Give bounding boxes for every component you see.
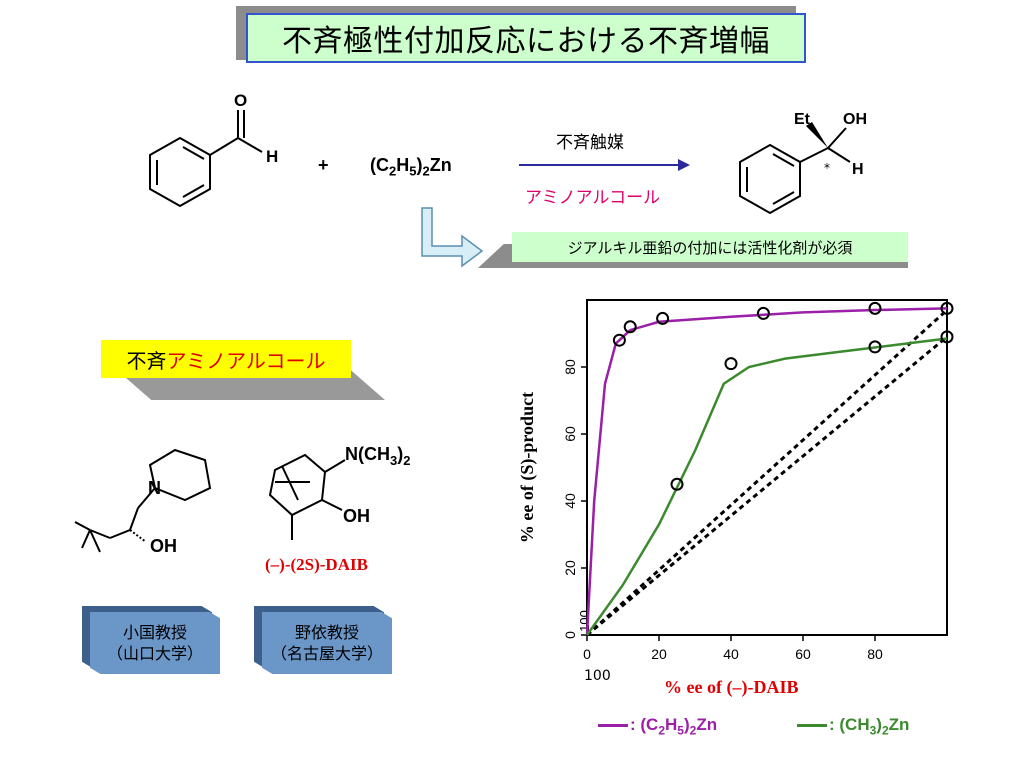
professor-noyori-box: 野依教授 （名古屋大学）	[262, 612, 392, 674]
x-tick-label: 40	[723, 646, 739, 662]
daib-structure	[268, 453, 346, 540]
y-tick-label: 60	[562, 426, 578, 442]
product-OH: OH	[843, 111, 867, 128]
professor-oguni-box: 小国教授 （山口大学）	[90, 612, 220, 674]
slide-title: 不斉極性付加反応における不斉増幅	[246, 13, 806, 63]
y-tick-label: 0	[562, 631, 578, 639]
asymmetric-catalyst-label: 不斉触媒	[556, 133, 624, 153]
product-Et: Et	[794, 111, 811, 128]
aldehyde-H: H	[266, 147, 278, 166]
activator-note: ジアルキル亜鉛の付加には活性化剤が必須	[512, 232, 908, 262]
stereocenter-star: *	[824, 161, 830, 175]
diethylzinc-formula: (C2H5)2Zn	[370, 155, 452, 179]
y-tick-label: 20	[562, 560, 578, 576]
benzaldehyde-structure	[149, 110, 263, 208]
y-tick-label: 80	[562, 359, 578, 375]
aldehyde-O: O	[234, 91, 247, 110]
data-point	[868, 340, 882, 354]
data-point	[656, 311, 670, 325]
aminoalcohol-label: アミノアルコール	[525, 188, 661, 208]
chart-ylabel: % ee of (S)-product	[517, 392, 538, 543]
chiral-aminoalcohol-label: 不斉アミノアルコール	[101, 340, 351, 378]
product-H: H	[852, 161, 864, 178]
data-point	[940, 301, 954, 315]
mol2-OH: OH	[343, 506, 370, 526]
mol1-OH: OH	[150, 536, 177, 556]
daib-name: (–)-(2S)-DAIB	[265, 555, 368, 574]
plus-sign: +	[318, 155, 329, 175]
professor-name: 小国教授	[122, 623, 187, 642]
legend-diethylzinc: : (C2H5)2Zn	[598, 715, 717, 737]
x-tick-label: 20	[651, 646, 667, 662]
y-tick-label: 40	[562, 493, 578, 509]
reaction-scheme: O H Et OH H *	[149, 91, 867, 268]
data-point	[724, 357, 738, 371]
data-point	[670, 477, 684, 491]
reference-line	[585, 308, 949, 637]
series-curve-1	[585, 337, 948, 636]
reference-line	[586, 335, 948, 637]
x-tick-label: 60	[795, 646, 811, 662]
x-tick-label: 80	[867, 646, 883, 662]
professor-affiliation: （山口大学）	[106, 644, 203, 663]
product-structure	[739, 127, 851, 215]
chart-xlabel: % ee of (–)-DAIB	[664, 677, 799, 697]
wedge-bond	[806, 122, 828, 148]
data-point	[756, 306, 770, 320]
data-point	[868, 301, 882, 315]
legend-swatch	[797, 724, 827, 728]
mol1-N: N	[148, 478, 161, 498]
amplification-chart: 0 20 40 60 80 0 20 40 60 80 100 % ee of (S)-product	[517, 299, 954, 662]
x-tick-extra-100: 100	[584, 668, 611, 684]
legend-dimethylzinc: : (CH3)2Zn	[797, 715, 909, 737]
x-tick-label: 0	[583, 646, 591, 662]
professor-affiliation: （名古屋大学）	[270, 644, 383, 663]
data-point	[940, 330, 954, 344]
y-tick-extra-100: 100	[577, 610, 592, 632]
data-point	[623, 320, 637, 334]
plot-frame	[586, 299, 948, 636]
bent-arrow	[421, 207, 484, 268]
oguni-ligand-structure	[74, 448, 212, 553]
catalyst-structures: N OH N(CH3)2 OH	[74, 444, 410, 556]
data-point	[612, 333, 626, 347]
professor-name: 野依教授	[294, 623, 359, 642]
series-curve-0	[585, 307, 948, 636]
mol2-NMe2: N(CH3)2	[345, 444, 410, 468]
legend-swatch	[598, 724, 628, 728]
